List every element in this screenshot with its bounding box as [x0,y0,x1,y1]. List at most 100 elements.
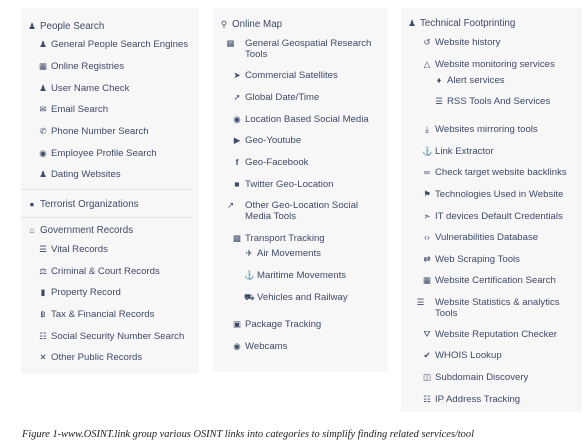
category-transport-tracking[interactable]: ▩Transport Tracking [232,233,388,244]
link-website-history[interactable]: ↺ Website history [422,37,582,48]
link-technologies-used[interactable]: ⚑Technologies Used in Website [422,189,582,200]
link-label: Website Certification Search [435,275,556,286]
link-default-credentials[interactable]: ➣IT devices Default Credentials [422,211,582,222]
link-criminal-court[interactable]: ⚖ Criminal & Court Records [38,266,199,277]
download-icon: ⤓ [425,124,429,134]
link-web-scraping[interactable]: ⇄Web Scraping Tools [422,254,582,265]
category-online-map[interactable]: ⚲Online Map [219,19,388,30]
link-property-record[interactable]: ▮Property Record [38,287,199,298]
link-label: Web Scraping Tools [435,254,520,265]
flag-icon: ⚑ [423,189,431,199]
link-vehicles-railway[interactable]: ⛟Vehicles and Railway [244,292,388,303]
link-label: Website Statistics & analytics Tools [435,297,560,319]
link-reputation-checker[interactable]: ⛛Website Reputation Checker [422,329,582,340]
link-label: Online Registries [51,61,125,72]
link-mirroring-tools[interactable]: ⤓ Websites mirroring tools [422,124,582,135]
link-other-geo-social[interactable]: ↗Other Geo-Location Social Media Tools [227,200,382,222]
link-backlinks[interactable]: ∞Check target website backlinks [422,167,582,178]
link-commercial-satellites[interactable]: ➤ Commercial Satellites [232,70,388,81]
link-label: Website history [435,37,501,48]
envelope-icon: ✉ [39,104,47,114]
arrow-circle-icon: ➣ [423,211,431,221]
truck-icon: ⛟ [244,292,255,302]
link-rss-tools[interactable]: ☰RSS Tools And Services [434,96,582,107]
category-terrorist[interactable]: ●Terrorist Organizations [27,199,199,210]
link-location-social-media[interactable]: ◉Location Based Social Media [232,114,388,125]
fighter-jet-icon: ➤ [233,70,241,80]
category-label: Terrorist Organizations [40,199,139,210]
people-search-panel: ♟People Search ♟General People Search En… [21,8,199,374]
link-other-public[interactable]: ✕Other Public Records [38,352,199,363]
link-air-movements[interactable]: ✈Air Movements [244,248,388,259]
link-ssn-search[interactable]: ☷Social Security Number Search [38,331,199,342]
link-vital-records[interactable]: ☰Vital Records [38,244,199,255]
globe-icon: ◉ [233,114,241,124]
link-phone-search[interactable]: ✆ Phone Number Search [38,126,199,137]
map-icon: ▦ [226,38,235,48]
link-global-date-time[interactable]: ➚Global Date/Time [232,92,388,103]
link-label: Subdomain Discovery [435,372,529,383]
bars-icon: ☰ [416,297,425,307]
category-label: Online Map [232,19,283,30]
link-certification-search[interactable]: ▦Website Certification Search [422,275,582,286]
link-label: Website Reputation Checker [435,329,557,340]
category-people-search[interactable]: ♟ People Search [27,21,199,32]
category-label: People Search [40,21,105,32]
link-label: Air Movements [257,248,321,259]
check-circle-icon: ✔ [423,350,431,360]
category-government[interactable]: ⌂Government Records [27,225,199,236]
link-label: Criminal & Court Records [51,266,160,277]
link-alert-services[interactable]: ♦Alert services [434,75,582,86]
divider [21,189,191,190]
link-label: Property Record [51,287,121,298]
link-link-extractor[interactable]: ⚓Link Extractor [422,146,582,157]
link-webcams[interactable]: ◉Webcams [232,341,388,352]
link-label: General People Search Engines [51,39,189,50]
bell-icon: ♦ [436,75,442,85]
user-icon: ♟ [39,83,47,93]
link-user-name-check[interactable]: ♟User Name Check [38,83,199,94]
phone-icon: ✆ [39,126,47,136]
link-label: Twitter Geo-Location [245,179,334,190]
sitemap-icon: ☷ [423,394,431,404]
link-employee-search[interactable]: ◉Employee Profile Search [38,148,199,159]
link-label: Vital Records [51,244,108,255]
link-label: Geo-Facebook [245,157,309,168]
link-label: Other Geo-Location Social Media Tools [245,200,359,222]
link-label: Phone Number Search [51,126,149,137]
balance-scale-icon: ⚖ [39,266,47,276]
history-icon: ↺ [423,37,431,47]
link-twitter-geo[interactable]: ■Twitter Geo-Location [232,179,388,190]
link-subdomain-discovery[interactable]: ◫Subdomain Discovery [422,372,582,383]
link-label: Dating Websites [51,169,121,180]
link-website-monitoring[interactable]: △Website monitoring services [422,59,582,70]
link-label: Commercial Satellites [245,70,338,81]
user-plus-icon: ♟ [28,21,36,31]
link-website-statistics[interactable]: ☰ Website Statistics & analytics Tools [416,297,576,319]
technical-footprinting-panel: ♟Technical Footprinting ↺ Website history… [401,8,582,412]
link-online-registries[interactable]: ▦Online Registries [38,61,199,72]
link-maritime-movements[interactable]: ⚓Maritime Movements [244,270,388,281]
bitcoin-icon: ฿ [40,309,46,319]
link-label: Websites mirroring tools [435,124,538,135]
link-general-geospatial[interactable]: ▦General Geospatial Research Tools [226,38,382,60]
category-technical-footprinting[interactable]: ♟Technical Footprinting [407,18,582,29]
location-arrow-icon: ➚ [233,92,241,102]
category-label: Government Records [40,225,134,236]
link-vulnerabilities-db[interactable]: ‹›Vulnerabilities Database [422,232,582,243]
male-icon: ♟ [39,169,47,179]
link-email-search[interactable]: ✉ Email Search [38,104,199,115]
link-label: Email Search [51,104,109,115]
link-general-people-search[interactable]: ♟General People Search Engines [38,39,199,50]
link-dating-websites[interactable]: ♟ Dating Websites [38,169,199,180]
link-label: RSS Tools And Services [447,96,551,107]
link-tax-financial[interactable]: ฿Tax & Financial Records [38,309,199,320]
link-geo-youtube[interactable]: ▶Geo-Youtube [232,135,388,146]
link-package-tracking[interactable]: ▣Package Tracking [232,319,388,330]
link-label: Maritime Movements [257,270,347,281]
link-ip-tracking[interactable]: ☷IP Address Tracking [422,394,582,405]
columns-icon: ◫ [422,372,432,382]
link-whois-lookup[interactable]: ✔WHOIS Lookup [422,350,582,361]
binoculars-icon: △ [423,59,431,69]
